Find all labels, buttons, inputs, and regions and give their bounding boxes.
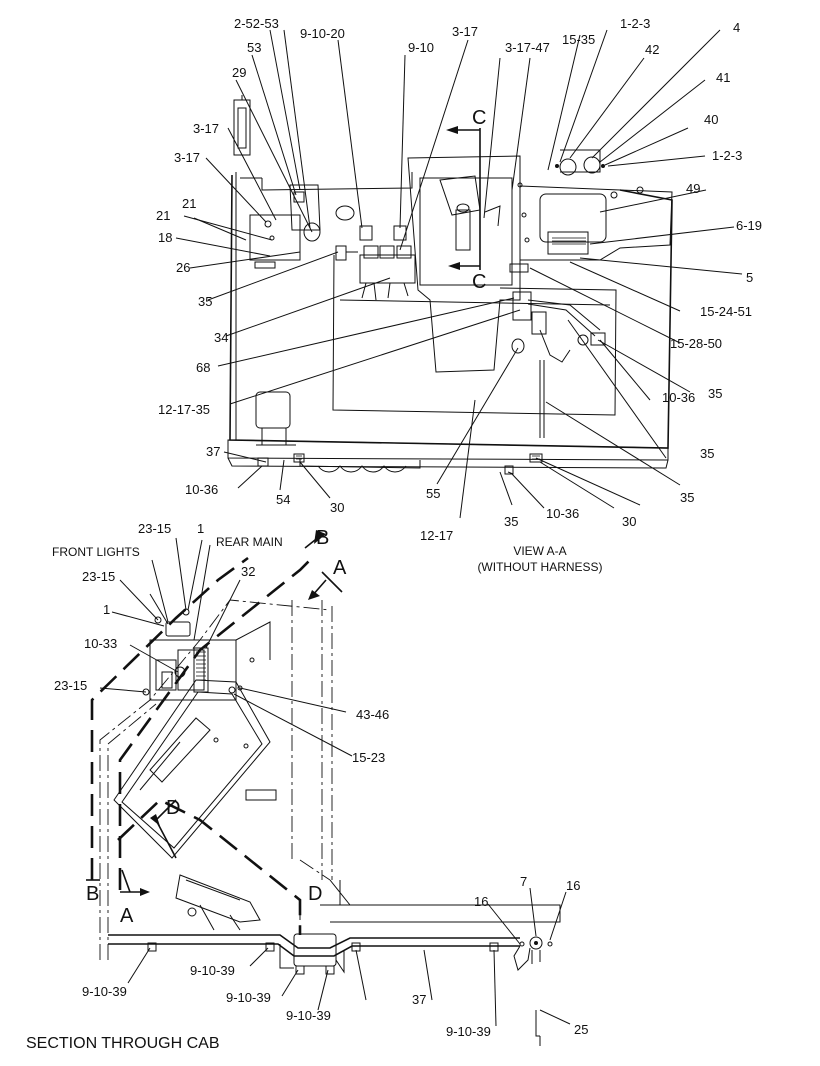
section-cab-callout: 7 (520, 874, 527, 889)
view-aa-callout: 35 (504, 514, 518, 529)
section-cab-callout: 9-10-39 (446, 1024, 491, 1039)
section-cab-callout: 32 (241, 564, 255, 579)
view-aa-callout: 18 (158, 230, 172, 245)
view-aa-drawing (227, 95, 673, 475)
section-cab-callout: 1 (103, 602, 110, 617)
view-aa-callout: 34 (214, 330, 228, 345)
view-aa-callout: 10-36 (662, 390, 695, 405)
rear-main-label: REAR MAIN (216, 535, 283, 549)
view-aa-callout: 12-17-35 (158, 402, 210, 417)
section-cab-callout: 1 (197, 521, 204, 536)
section-cab-callout: 9-10-39 (286, 1008, 331, 1023)
view-aa-callout: 15-35 (562, 32, 595, 47)
section-letter-a-top: A (333, 557, 347, 579)
view-aa-callout: 40 (704, 112, 718, 127)
view-aa-callout: 68 (196, 360, 210, 375)
view-aa-callouts: 2-52-53 9-10-20 3-17 1-2-3 4 53 9-10 3-17-47 15-… (156, 16, 762, 543)
section-letter-a-bottom: A (120, 905, 134, 927)
view-aa-callout: 3-17 (193, 121, 219, 136)
section-cab-callout: 16 (566, 878, 580, 893)
view-aa-callout: 35 (700, 446, 714, 461)
view-aa-callout: 12-17 (420, 528, 453, 543)
view-aa-callout: 6-19 (736, 218, 762, 233)
view-aa-callout: 1-2-3 (620, 16, 650, 31)
view-aa-callout: 9-10-20 (300, 26, 345, 41)
section-cab-callout: 23-15 (54, 678, 87, 693)
section-cab-callout: 43-46 (356, 707, 389, 722)
view-aa-callout: 3-17 (452, 24, 478, 39)
view-aa-callout: 29 (232, 65, 246, 80)
section-cab-callout: 23-15 (82, 569, 115, 584)
view-aa-callout: 4 (733, 20, 740, 35)
view-aa-callout: 35 (198, 294, 212, 309)
section-cab-leaders (99, 537, 571, 1027)
view-aa-subcaption: (WITHOUT HARNESS) (477, 560, 602, 574)
view-aa-callout: 30 (330, 500, 344, 515)
view-aa-callout: 42 (645, 42, 659, 57)
front-lights-label: FRONT LIGHTS (52, 545, 140, 559)
view-aa-callout: 35 (680, 490, 694, 505)
view-aa-callout: 3-17-47 (505, 40, 550, 55)
section-letter-b-top: B (316, 527, 329, 549)
view-aa-callout: 10-36 (185, 482, 218, 497)
section-letter-c-top: C (472, 107, 486, 129)
section-cab-callouts: 23-15 1 32 23-15 1 10-33 23-15 43-46 15-23 9-10-3… (54, 521, 588, 1039)
section-cab-callout: 25 (574, 1022, 588, 1037)
view-aa-callout: 15-28-50 (670, 336, 722, 351)
view-aa-callout: 9-10 (408, 40, 434, 55)
section-letter-d-bottom: D (308, 883, 322, 905)
view-aa-callout: 1-2-3 (712, 148, 742, 163)
view-aa-callout: 21 (182, 196, 196, 211)
view-aa-callout: 53 (247, 40, 261, 55)
view-aa-callout: 10-36 (546, 506, 579, 521)
view-aa-callout: 21 (156, 208, 170, 223)
section-cab-callout: 9-10-39 (190, 963, 235, 978)
section-letter-c-bottom: C (472, 271, 486, 293)
view-aa-callout: 54 (276, 492, 290, 507)
section-cab-callout: 9-10-39 (82, 984, 127, 999)
section-letter-b-bottom: B (86, 883, 99, 905)
view-aa-callout: 26 (176, 260, 190, 275)
view-aa-callout: 3-17 (174, 150, 200, 165)
section-letter-d-top: D (166, 797, 180, 819)
section-title: SECTION THROUGH CAB (26, 1035, 220, 1052)
section-cab-callout: 16 (474, 894, 488, 909)
view-aa-callout: 49 (686, 181, 700, 196)
view-aa-leaders (175, 29, 743, 519)
section-cab-drawing (86, 530, 561, 1046)
view-aa-callout: 15-24-51 (700, 304, 752, 319)
view-aa-callout: 5 (746, 270, 753, 285)
section-cab-callout: 15-23 (352, 750, 385, 765)
section-cab-callout: 23-15 (138, 521, 171, 536)
section-cab-callout: 37 (412, 992, 426, 1007)
section-cab-callout: 10-33 (84, 636, 117, 651)
view-aa-callout: 55 (426, 486, 440, 501)
view-aa-callout: 30 (622, 514, 636, 529)
view-aa-callout: 35 (708, 386, 722, 401)
section-cab-callout: 9-10-39 (226, 990, 271, 1005)
view-aa-callout: 41 (716, 70, 730, 85)
view-aa-callout: 37 (206, 444, 220, 459)
view-aa-caption: VIEW A-A (513, 544, 566, 558)
view-aa-callout: 2-52-53 (234, 16, 279, 31)
